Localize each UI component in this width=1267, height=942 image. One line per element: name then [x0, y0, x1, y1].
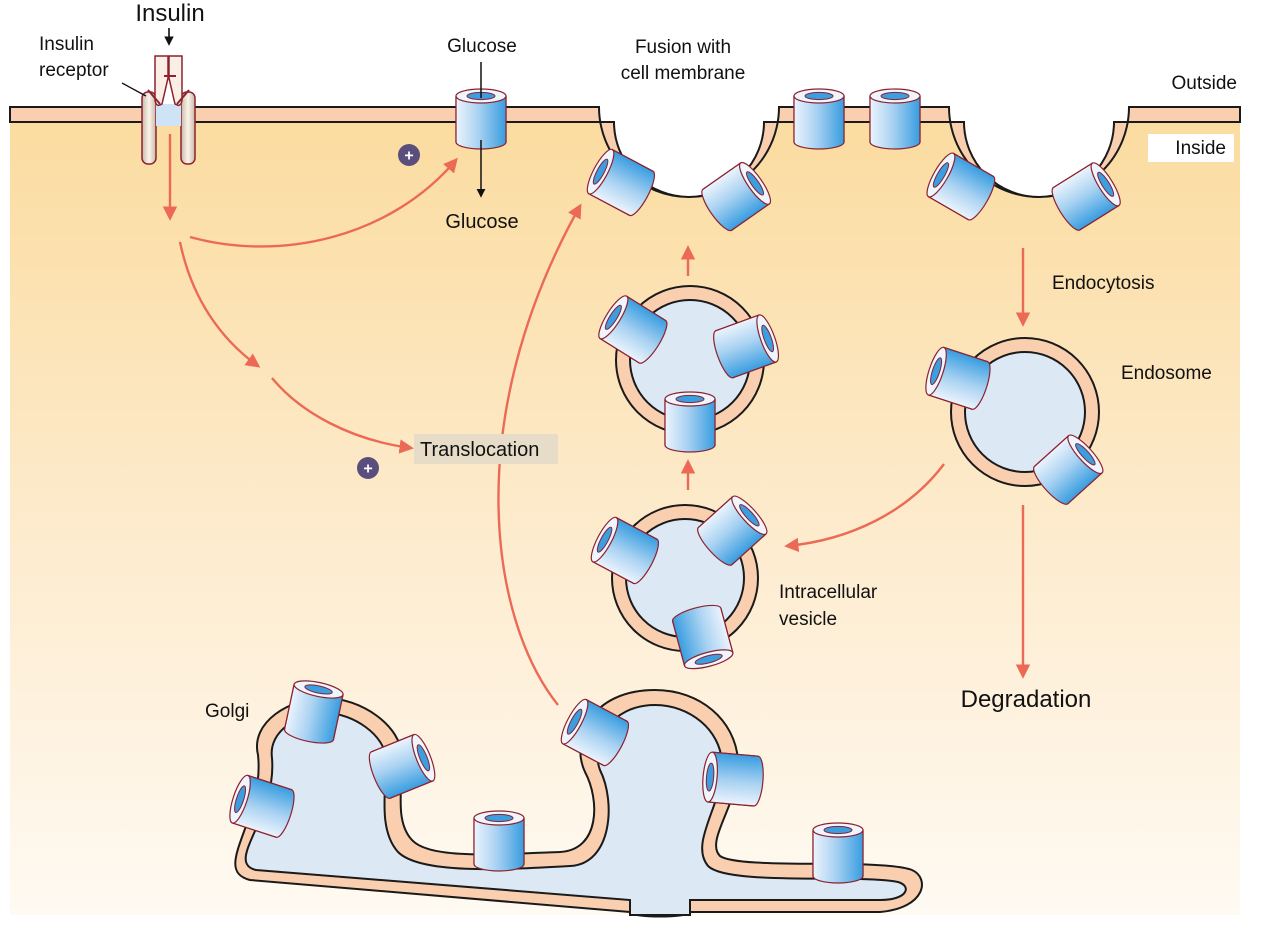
transporter-golgi-7: [812, 822, 864, 884]
glucose-outside-label: Glucose: [447, 36, 517, 57]
fusion-label-line1: Fusion with: [635, 37, 731, 58]
glucose-inside-label: Glucose: [445, 211, 518, 233]
outside-label: Outside: [1172, 73, 1237, 94]
labels: Insulin Insulin receptor Glucose Glucose…: [39, 0, 1237, 722]
plus-badge-upper: +: [398, 144, 420, 166]
translocation-label: Translocation: [420, 439, 539, 461]
endosome: [921, 337, 1108, 509]
endosome-label: Endosome: [1121, 363, 1212, 384]
arrow-to-glucose-transporter: [189, 157, 458, 248]
golgi: [225, 676, 923, 918]
insulin-receptor: [141, 55, 196, 165]
insulin-label: Insulin: [135, 0, 204, 27]
plus-badge-lower: +: [357, 457, 379, 479]
intracellular-vesicle-label-line1: Intracellular: [779, 582, 878, 603]
degradation-label: Degradation: [961, 686, 1092, 713]
arrow-endosome-to-vesicle: [784, 463, 945, 553]
endocytosis-label: Endocytosis: [1052, 273, 1154, 294]
upper-vesicle: [593, 285, 784, 453]
insulin-receptor-label-line1: Insulin: [39, 34, 94, 55]
arrow-golgi-to-membrane: [497, 203, 582, 706]
transporter-membrane-2: [793, 88, 845, 150]
inside-label-box: [1148, 134, 1234, 162]
translocation-label-box: [414, 434, 558, 464]
svg-text:+: +: [363, 461, 372, 478]
transporter-golgi-4: [473, 810, 525, 872]
arrow-to-translocation-lower: [271, 377, 414, 454]
transporter-membrane-3: [869, 88, 921, 150]
transporter-upper-vesicle-3: [664, 391, 716, 453]
svg-text:+: +: [404, 148, 413, 165]
inside-label: Inside: [1175, 138, 1226, 159]
arrow-to-translocation-upper: [178, 241, 261, 368]
insulin-receptor-label-line2: receptor: [39, 60, 109, 81]
transporter-golgi-6: [700, 750, 766, 808]
pathway-arrows: [162, 134, 1031, 706]
receptor-leader-line: [121, 82, 147, 97]
golgi-label: Golgi: [205, 701, 249, 722]
fusion-label-line2: cell membrane: [621, 63, 746, 84]
intracellular-vesicle-label-line2: vesicle: [779, 609, 837, 630]
intracellular-vesicle: [586, 491, 772, 674]
